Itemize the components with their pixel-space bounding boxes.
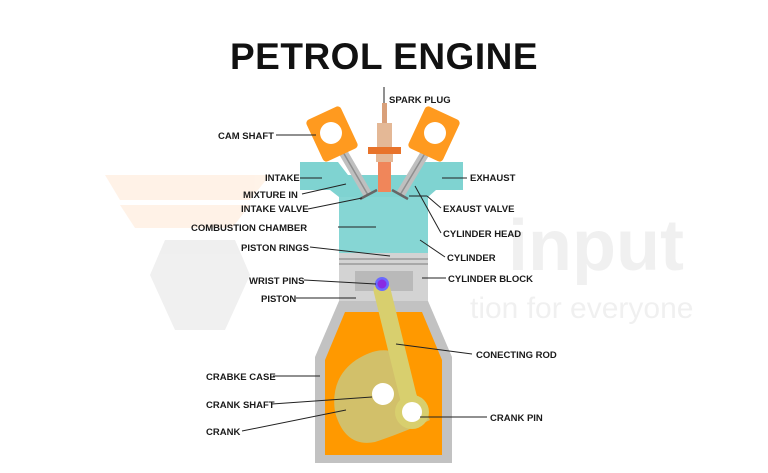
label-crank-shaft: CRANK SHAFT (206, 400, 275, 411)
label-piston-rings: PISTON RINGS (241, 243, 309, 254)
crank-pin-circle (402, 402, 422, 422)
watermark-sub-text: tion for everyone (470, 292, 693, 325)
label-mixture-in: MIXTURE IN (243, 190, 298, 201)
label-crank-pin: CRANK PIN (490, 413, 543, 424)
diagram-title: PETROL ENGINE (229, 36, 539, 77)
exhaust-cam-circle (424, 122, 446, 144)
crank-shaft-circle (372, 383, 394, 405)
label-crabke-case: CRABKE CASE (206, 372, 276, 383)
watermark: input tion for everyone (105, 175, 693, 330)
watermark-main-text: input (508, 206, 684, 286)
leader-intake-valve (307, 197, 363, 210)
exhaust-cam (391, 106, 460, 201)
label-piston: PISTON (261, 294, 296, 305)
label-cylinder-head: CYLINDER HEAD (443, 229, 521, 240)
spark-plug (368, 103, 401, 192)
leader-conecting-rod (395, 343, 473, 355)
label-cam-shaft: CAM SHAFT (218, 131, 274, 142)
label-exhaust: EXHAUST (470, 173, 516, 184)
leader-exaust-valve-2 (426, 195, 442, 209)
wrist-pin-inner (377, 279, 387, 289)
combustion-chamber (339, 197, 428, 253)
label-exaust-valve: EXAUST VALVE (443, 204, 514, 215)
label-conecting-rod: CONECTING ROD (476, 350, 557, 361)
label-intake: INTAKE (265, 173, 300, 184)
intake-valve-head (359, 188, 378, 201)
label-wrist-pins: WRIST PINS (249, 276, 304, 287)
label-spark-plug: SPARK PLUG (389, 95, 451, 106)
exhaust-valve-head (391, 188, 409, 201)
leader-cylinder-head (414, 185, 442, 234)
cam-shaft-circle (320, 122, 342, 144)
leader-piston-rings (309, 246, 391, 257)
label-intake-valve: INTAKE VALVE (241, 204, 309, 215)
leader-cylinder (419, 239, 446, 258)
label-crank: CRANK (206, 427, 240, 438)
label-combustion-chamber: COMBUSTION CHAMBER (191, 223, 307, 234)
leader-crank-shaft (271, 396, 373, 405)
label-cylinder-block: CYLINDER BLOCK (448, 274, 533, 285)
leader-wrist-pins (303, 279, 377, 285)
leader-mixture-in (301, 183, 347, 195)
intake-cam (306, 106, 378, 201)
connecting-rod-shape (373, 281, 421, 421)
leader-crank (241, 409, 347, 432)
label-cylinder: CYLINDER (447, 253, 496, 264)
